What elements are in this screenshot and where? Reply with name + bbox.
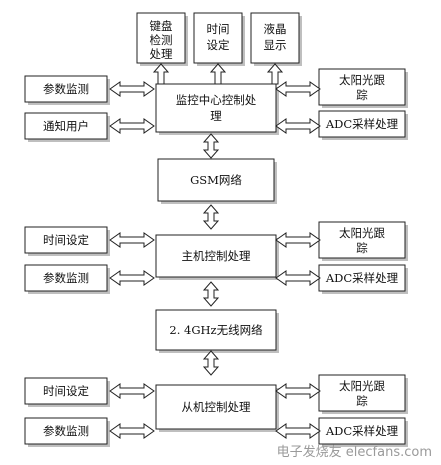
wireless-network-label: 2. 4GHz无线网络: [169, 323, 263, 337]
notify-user-label: 通知用户: [43, 119, 89, 133]
monitor-center-title-1: 监控中心控制处: [176, 93, 257, 107]
lcd-line-2: 显示: [264, 38, 287, 52]
arrow-slave-time-set: [109, 383, 155, 399]
arrow-monitor-sun-track: [275, 81, 321, 97]
host-time-set-box: 时间设定: [24, 226, 110, 256]
arrow-slave-adc: [275, 423, 321, 439]
slave-sun-track-box: 太阳光跟 踪: [318, 374, 408, 414]
slave-control-label: 从机控制处理: [182, 400, 251, 414]
host-param-label: 参数监测: [43, 271, 89, 285]
arrow-wireless-slave: [203, 350, 219, 376]
arrow-host-wireless: [203, 281, 219, 307]
slave-adc-label: ADC采样处理: [325, 424, 399, 438]
slave-adc-box: ADC采样处理: [318, 417, 408, 447]
monitor-sun-track-line-2: 踪: [356, 88, 368, 102]
host-adc-label: ADC采样处理: [325, 271, 399, 285]
monitor-center-title-2: 理: [210, 109, 222, 123]
slave-sun-track-line-1: 太阳光跟: [339, 379, 385, 393]
host-sun-track-line-1: 太阳光跟: [339, 226, 385, 240]
lcd-display-box: 液晶 显示: [250, 12, 302, 66]
monitor-param-box: 参数监测: [24, 75, 110, 105]
arrow-gsm-host: [203, 204, 219, 230]
host-sun-track-line-2: 踪: [356, 241, 368, 255]
arrow-notify-user: [109, 118, 155, 134]
arrow-monitor-gsm: [203, 133, 219, 159]
monitor-sun-track-box: 太阳光跟 踪: [318, 68, 408, 108]
keypad-line-2: 检测: [150, 33, 173, 47]
time-set-top-line-2: 设定: [207, 38, 230, 52]
watermark: 电子发烧友 elecfans.com: [277, 444, 432, 460]
arrow-host-param: [109, 270, 155, 286]
wireless-network-box: 2. 4GHz无线网络: [155, 309, 279, 353]
monitor-param-label: 参数监测: [43, 82, 89, 96]
arrow-host-sun-track: [275, 232, 321, 248]
arrow-host-adc: [275, 270, 321, 286]
host-adc-box: ADC采样处理: [318, 264, 408, 294]
keypad-detect-box: 键盘 检测 处理: [136, 12, 188, 66]
arrow-up-keypad: [153, 63, 169, 85]
notify-user-box: 通知用户: [24, 112, 110, 142]
gsm-network-box: GSM网络: [157, 158, 277, 204]
host-time-set-label: 时间设定: [43, 233, 89, 247]
host-control-box: 主机控制处理: [155, 234, 279, 280]
slave-param-label: 参数监测: [43, 424, 89, 438]
slave-time-set-box: 时间设定: [24, 377, 110, 407]
host-param-box: 参数监测: [24, 264, 110, 294]
arrow-up-lcd: [267, 63, 283, 85]
monitor-adc-box: ADC采样处理: [318, 110, 408, 140]
lcd-line-1: 液晶: [264, 22, 287, 36]
arrow-slave-param: [109, 423, 155, 439]
monitor-adc-label: ADC采样处理: [325, 117, 399, 131]
time-set-top-box: 时间 设定: [193, 12, 245, 66]
slave-control-box: 从机控制处理: [155, 384, 279, 432]
monitor-sun-track-line-1: 太阳光跟: [339, 73, 385, 87]
arrow-up-time-set: [210, 63, 226, 85]
arrow-slave-sun-track: [275, 383, 321, 399]
slave-param-box: 参数监测: [24, 417, 110, 447]
host-control-label: 主机控制处理: [182, 249, 251, 263]
host-sun-track-box: 太阳光跟 踪: [318, 221, 408, 261]
arrow-host-time-set: [109, 232, 155, 248]
keypad-line-1: 键盘: [150, 19, 173, 33]
slave-time-set-label: 时间设定: [43, 384, 89, 398]
monitor-center-box: 监控中心控制处 理: [155, 83, 279, 135]
arrow-monitor-param: [109, 81, 155, 97]
gsm-network-label: GSM网络: [190, 173, 242, 187]
arrow-monitor-adc: [275, 118, 321, 134]
slave-sun-track-line-2: 踪: [356, 394, 368, 408]
keypad-line-3: 处理: [150, 47, 173, 61]
time-set-top-line-1: 时间: [207, 22, 230, 36]
